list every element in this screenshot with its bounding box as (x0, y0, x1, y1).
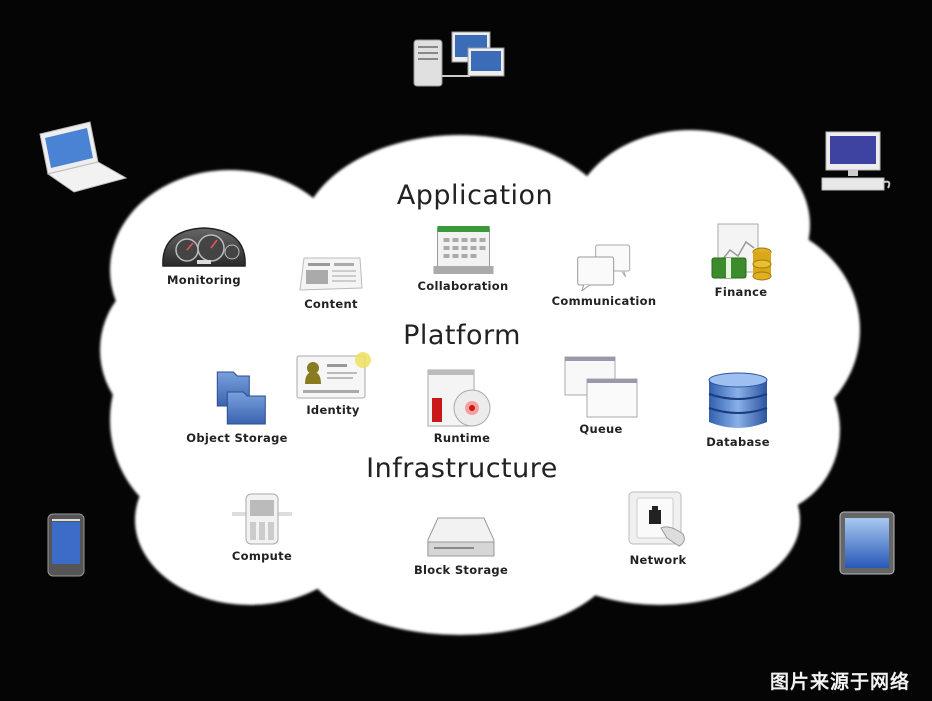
service-runtime: Runtime (422, 366, 502, 445)
service-label: Collaboration (417, 279, 509, 293)
calendar-icon (433, 226, 494, 274)
layer-title-platform: Platform (403, 320, 521, 351)
service-collaboration: Collaboration (418, 222, 509, 293)
service-label: Compute (231, 549, 293, 563)
service-object-storage: Object Storage (186, 366, 287, 445)
service-label: Network (629, 553, 687, 567)
service-finance: Finance (708, 222, 774, 299)
network-port-icon (628, 491, 685, 547)
service-identity: Identity (293, 350, 373, 417)
newspaper-icon (299, 257, 363, 291)
service-block-storage: Block Storage (414, 514, 508, 577)
service-network: Network (623, 490, 693, 567)
service-label: Block Storage (413, 563, 509, 577)
layer-title-application: Application (396, 180, 554, 211)
service-label: Communication (551, 294, 657, 308)
service-label: Finance (714, 285, 768, 299)
service-compute: Compute (230, 490, 294, 563)
dashboard-gauge-icon (162, 227, 246, 267)
service-communication: Communication (552, 243, 657, 308)
chat-bubbles-icon (577, 244, 631, 291)
image-source-watermark: 图片来源于网络 (769, 671, 910, 693)
database-cylinder-icon (708, 372, 768, 428)
software-box-cd-icon (427, 369, 491, 427)
id-card-icon (296, 352, 371, 399)
hard-drive-icon (427, 517, 495, 557)
server-desktops-icon (413, 31, 505, 87)
service-label: Database (706, 435, 770, 449)
smartphone-icon (47, 513, 85, 577)
service-content: Content (298, 254, 364, 311)
server-chip-icon (232, 493, 292, 545)
folders-icon (216, 371, 266, 425)
stacked-windows-icon (564, 356, 638, 418)
service-label: Runtime (433, 431, 491, 445)
service-label: Monitoring (167, 273, 241, 287)
tablet-icon (839, 511, 895, 575)
service-queue: Queue (561, 355, 641, 436)
money-chart-icon (711, 223, 772, 281)
service-label: Content (304, 297, 358, 311)
service-label: Object Storage (186, 431, 288, 445)
layer-title-infrastructure: Infrastructure (366, 453, 558, 484)
service-label: Queue (579, 422, 623, 436)
service-database: Database (703, 370, 773, 449)
service-label: Identity (306, 403, 360, 417)
service-monitoring: Monitoring (159, 222, 249, 287)
desktop-computer-icon (821, 131, 891, 191)
laptop-icon (39, 121, 128, 193)
